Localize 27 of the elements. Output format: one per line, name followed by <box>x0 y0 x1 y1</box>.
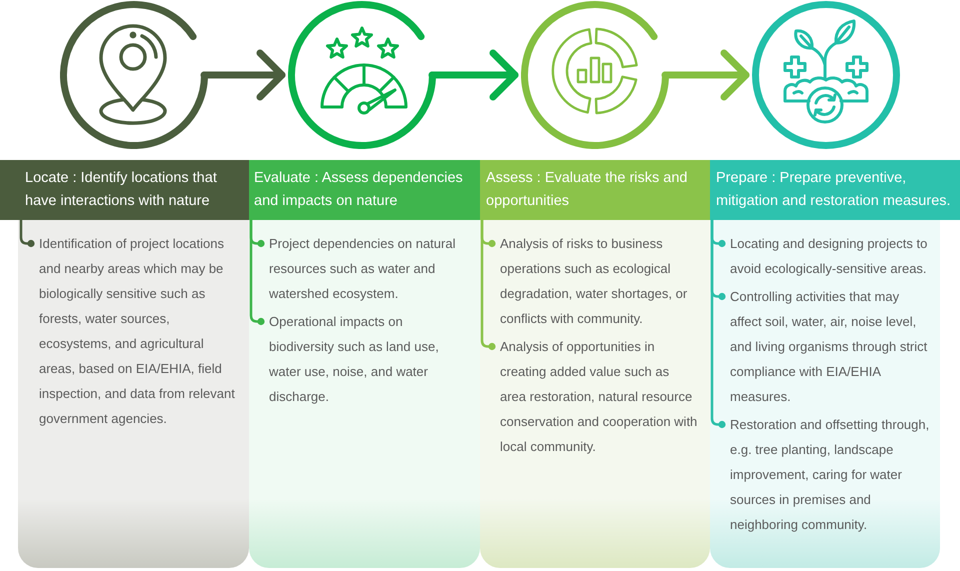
step-panel <box>18 220 249 568</box>
arrow <box>428 50 518 100</box>
step-description: Project dependencies on natural resources such as water and watershed ecosystem. <box>269 231 466 306</box>
step-description: Operational impacts on biodiversity such as land use, water use, noise, and water discharge. <box>269 309 466 409</box>
step-panel <box>249 220 480 568</box>
step-ring <box>288 1 436 149</box>
step-ring <box>752 1 900 149</box>
step-description: Controlling activities that may affect soil, water, air, noise level, and living organisms through strict compliance with EIA/EHIA measures. <box>730 284 930 409</box>
bullet-connector <box>250 218 265 326</box>
bullet-connector <box>20 218 35 248</box>
bullet-connector <box>710 218 726 428</box>
step-header: Prepare : Prepare preventive, mitigation and restoration measures. <box>710 160 960 220</box>
step-description: Analysis of risks to business operations such as ecological degradation, water shortages, or conflicts with community. <box>500 231 698 331</box>
step-description: Restoration and offsetting through, e.g. tree planting, landscape improvement, caring for water sources in premises and neighboring community. <box>730 412 930 537</box>
step-ring <box>60 1 208 149</box>
step-description: Identification of project locations and nearby areas which may be biologically sensitive such as forests, water sources, ecosystems, and agricultural areas, based on EIA/EHIA, field inspection, and data from relevant government agencies. <box>39 231 235 431</box>
arrow <box>662 50 750 100</box>
step-header: Evaluate : Assess dependencies and impacts on nature <box>249 160 480 220</box>
arrow <box>200 50 286 100</box>
step-panel <box>710 220 940 568</box>
step-description: Locating and designing projects to avoid ecologically-sensitive areas. <box>730 231 930 281</box>
step-ring <box>521 1 669 149</box>
step-header: Assess : Evaluate the risks and opportunities <box>480 160 710 220</box>
bullet-connector <box>480 218 496 350</box>
step-header: Locate : Identify locations that have interactions with nature <box>0 160 249 220</box>
step-description: Analysis of opportunities in creating added value such as area restoration, natural resource conservation and cooperation with local community. <box>500 334 698 459</box>
step-panel <box>480 220 710 568</box>
